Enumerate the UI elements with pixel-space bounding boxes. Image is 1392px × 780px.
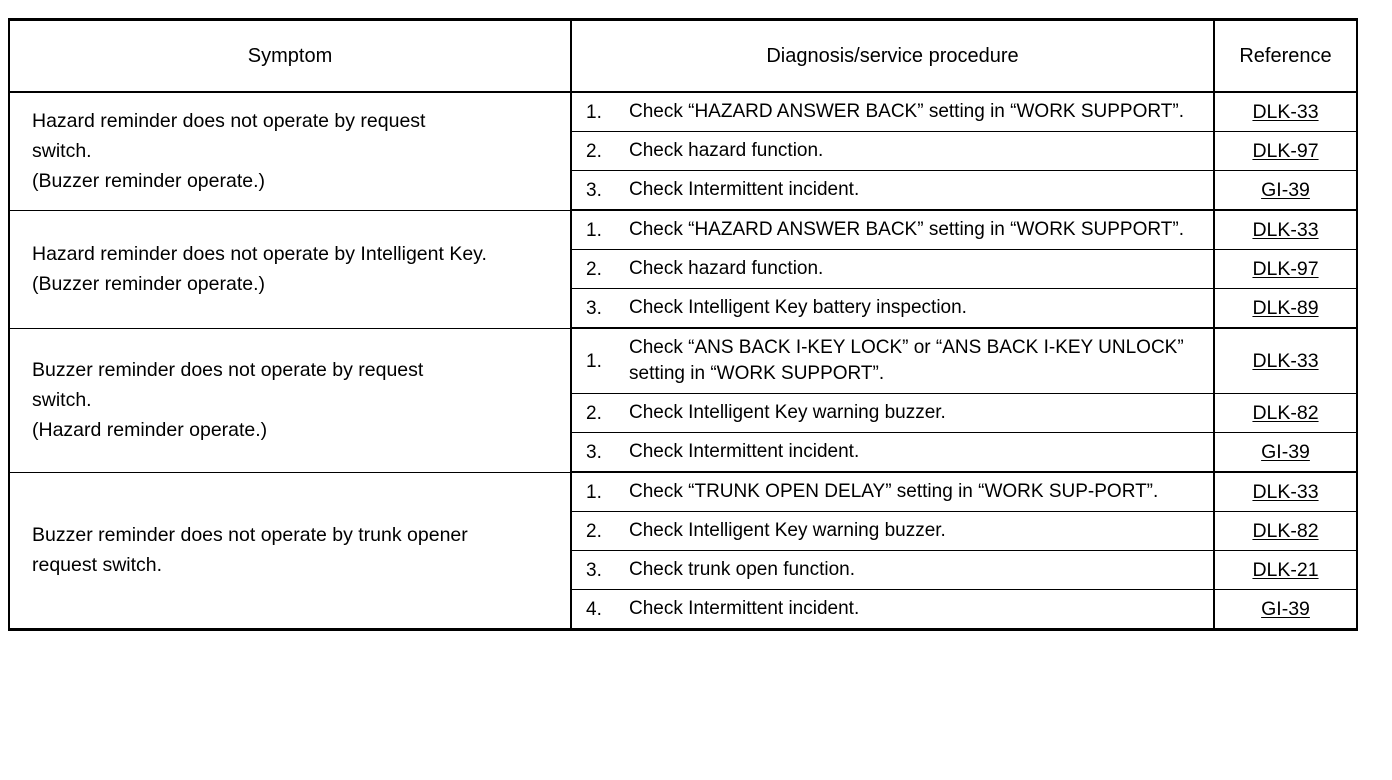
reference-cell: DLK-33 bbox=[1213, 92, 1357, 132]
symptom-line: (Buzzer reminder operate.) bbox=[32, 170, 266, 193]
table-row: 2.Check hazard function. DLK-97 bbox=[9, 249, 1357, 289]
reference-link[interactable]: DLK-33 bbox=[1252, 480, 1319, 503]
symptom-cell: Buzzer reminder does not operate by requ… bbox=[9, 328, 572, 473]
symptom-line: switch. bbox=[32, 140, 92, 163]
step-description: Check trunk open function. bbox=[627, 550, 1214, 590]
reference-cell: GI-39 bbox=[1213, 589, 1357, 630]
table-row: Buzzer reminder does not operate by requ… bbox=[9, 328, 1357, 473]
step-number: 3. bbox=[571, 432, 627, 473]
reference-cell: DLK-89 bbox=[1213, 288, 1357, 329]
symptom-line: Hazard reminder does not operate by requ… bbox=[32, 110, 426, 133]
step-description: Check hazard function. bbox=[627, 131, 1214, 171]
reference-link[interactable]: DLK-21 bbox=[1252, 558, 1319, 581]
step-number: 2. bbox=[571, 249, 627, 289]
symptom-line: (Hazard reminder operate.) bbox=[32, 419, 268, 441]
symptom-line: Buzzer reminder does not operate by trun… bbox=[32, 524, 468, 547]
table-row: Hazard reminder does not operate by requ… bbox=[9, 92, 1357, 211]
table-row: 3.Check Intermittent incident. GI-39 bbox=[9, 170, 1357, 211]
reference-link[interactable]: DLK-33 bbox=[1252, 218, 1319, 241]
reference-link[interactable]: DLK-33 bbox=[1252, 349, 1319, 372]
step-number: 1. bbox=[571, 92, 627, 132]
table-header: Symptom Diagnosis/service procedure Refe… bbox=[9, 19, 1357, 93]
reference-cell: DLK-33 bbox=[1213, 328, 1357, 394]
reference-cell: GI-39 bbox=[1213, 432, 1357, 473]
symptom-line: Hazard reminder does not operate by Inte… bbox=[32, 243, 487, 265]
reference-link[interactable]: DLK-97 bbox=[1252, 257, 1319, 280]
table-row: 2.Check Intelligent Key warning buzzer. D… bbox=[9, 393, 1357, 433]
table-row: 2.Check Intelligent Key warning buzzer. D… bbox=[9, 511, 1357, 551]
reference-link[interactable]: DLK-89 bbox=[1252, 296, 1319, 319]
step-description: Check “HAZARD ANSWER BACK” setting in “W… bbox=[627, 92, 1214, 132]
table-row: 3.Check Intelligent Key battery inspecti… bbox=[9, 288, 1357, 329]
reference-cell: GI-39 bbox=[1213, 170, 1357, 211]
column-header-symptom: Symptom bbox=[9, 19, 572, 93]
column-header-procedure: Diagnosis/service procedure bbox=[571, 19, 1215, 93]
step-number: 2. bbox=[571, 131, 627, 171]
step-description: Check Intelligent Key warning buzzer. bbox=[627, 511, 1214, 551]
step-number: 2. bbox=[571, 393, 627, 433]
step-number: 1. bbox=[571, 328, 627, 394]
step-description: Check “HAZARD ANSWER BACK” setting in “W… bbox=[627, 210, 1214, 250]
reference-link[interactable]: GI-39 bbox=[1261, 178, 1310, 201]
reference-link[interactable]: DLK-82 bbox=[1252, 401, 1319, 424]
step-number: 1. bbox=[571, 210, 627, 250]
step-description: Check Intelligent Key warning buzzer. bbox=[627, 393, 1214, 433]
reference-link[interactable]: GI-39 bbox=[1261, 597, 1310, 620]
step-number: 2. bbox=[571, 511, 627, 551]
step-description: Check Intelligent Key battery inspection… bbox=[627, 288, 1214, 329]
reference-cell: DLK-82 bbox=[1213, 511, 1357, 551]
step-description: Check Intermittent incident. bbox=[627, 589, 1214, 630]
reference-cell: DLK-82 bbox=[1213, 393, 1357, 433]
step-number: 4. bbox=[571, 589, 627, 630]
reference-cell: DLK-21 bbox=[1213, 550, 1357, 590]
diagnosis-chart-table: Symptom Diagnosis/service procedure Refe… bbox=[8, 18, 1358, 631]
table-row: 2.Check hazard function. DLK-97 bbox=[9, 131, 1357, 171]
step-description: Check Intermittent incident. bbox=[627, 170, 1214, 211]
step-number: 3. bbox=[571, 170, 627, 211]
table-row: 4.Check Intermittent incident. GI-39 bbox=[9, 589, 1357, 630]
table-body: Hazard reminder does not operate by requ… bbox=[9, 92, 1357, 630]
reference-cell: DLK-33 bbox=[1213, 472, 1357, 512]
step-description: Check “TRUNK OPEN DELAY” setting in “WOR… bbox=[627, 472, 1214, 512]
symptom-cell: Buzzer reminder does not operate by trun… bbox=[9, 472, 572, 630]
step-description: Check “ANS BACK I-KEY LOCK” or “ANS BACK… bbox=[627, 328, 1214, 394]
reference-link[interactable]: GI-39 bbox=[1261, 440, 1310, 463]
table-row: 3.Check Intermittent incident. GI-39 bbox=[9, 432, 1357, 473]
step-number: 1. bbox=[571, 472, 627, 512]
symptom-cell: Hazard reminder does not operate by requ… bbox=[9, 92, 572, 211]
step-number: 3. bbox=[571, 288, 627, 329]
reference-cell: DLK-97 bbox=[1213, 131, 1357, 171]
table-row: Hazard reminder does not operate by Inte… bbox=[9, 210, 1357, 329]
symptom-line: (Buzzer reminder operate.) bbox=[32, 273, 266, 295]
column-header-reference: Reference bbox=[1214, 19, 1357, 93]
reference-cell: DLK-33 bbox=[1213, 210, 1357, 250]
reference-link[interactable]: DLK-82 bbox=[1252, 519, 1319, 542]
step-description: Check Intermittent incident. bbox=[627, 432, 1214, 473]
table-row: 3.Check trunk open function. DLK-21 bbox=[9, 550, 1357, 590]
table-row: Buzzer reminder does not operate by trun… bbox=[9, 472, 1357, 630]
reference-link[interactable]: DLK-33 bbox=[1252, 100, 1319, 123]
symptom-line: Buzzer reminder does not operate by requ… bbox=[32, 359, 424, 381]
step-number: 3. bbox=[571, 550, 627, 590]
step-description: Check hazard function. bbox=[627, 249, 1214, 289]
symptom-line: request switch. bbox=[32, 554, 163, 577]
symptom-line: switch. bbox=[32, 389, 92, 411]
reference-cell: DLK-97 bbox=[1213, 249, 1357, 289]
symptom-cell: Hazard reminder does not operate by Inte… bbox=[9, 210, 572, 329]
header-row: Symptom Diagnosis/service procedure Refe… bbox=[9, 19, 1357, 93]
reference-link[interactable]: DLK-97 bbox=[1252, 139, 1319, 162]
